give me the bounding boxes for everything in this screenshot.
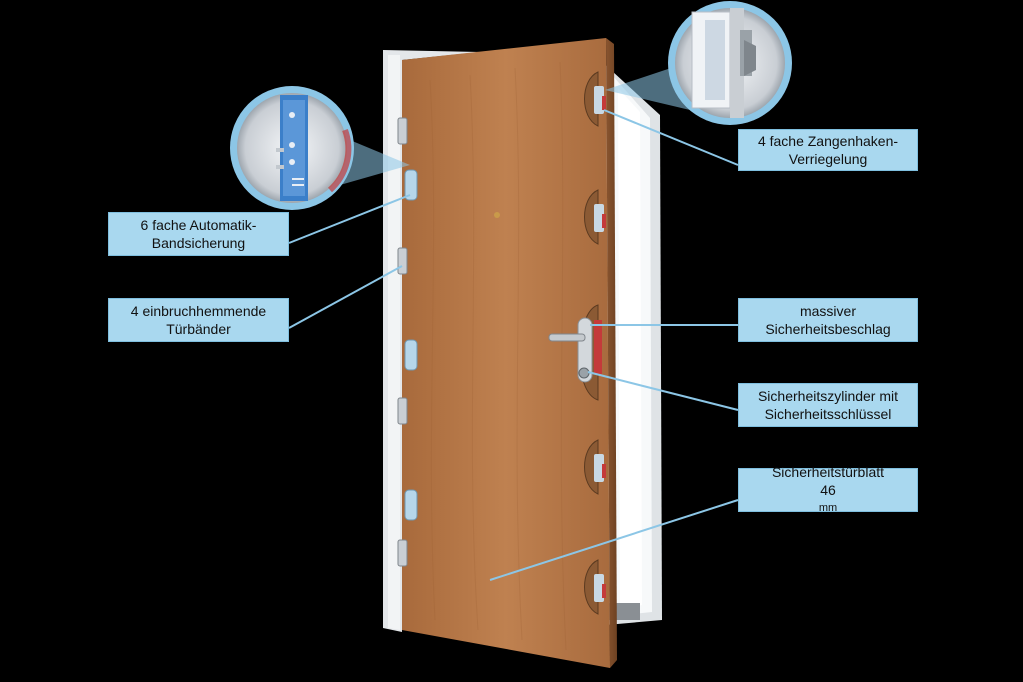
label-beschlag: massiver Sicherheitsbeschlag (738, 298, 918, 342)
label-tuerblatt-unit: mm (818, 502, 838, 514)
label-zangenhaken: 4 fache Zangenhaken- Verriegelung (738, 129, 918, 171)
security-fitting (548, 304, 602, 401)
label-tuerbaender-line2: Türbänder (166, 321, 231, 337)
label-automatik: 6 fache Automatik- Bandsicherung (108, 212, 289, 256)
label-automatik-line1: 6 fache Automatik- (140, 217, 257, 233)
leader-lines (288, 109, 739, 581)
leader-tuerblatt (489, 499, 739, 581)
label-tuerbaender: 4 einbruchhemmende Türbänder (108, 298, 289, 342)
leader-zangenhaken (603, 109, 739, 166)
leader-zylinder (587, 371, 739, 411)
label-tuerblatt: Sicherheitstürblatt 46 mm (738, 464, 918, 514)
door-handle (548, 333, 586, 342)
hinge-bolts (404, 169, 418, 521)
label-zylinder: Sicherheitszylinder mit Sicherheitsschlü… (738, 383, 918, 427)
label-zylinder-line1: Sicherheitszylinder mit (757, 388, 899, 404)
label-tuerbaender-line1: 4 einbruchhemmende (130, 303, 267, 319)
label-tuerblatt-value: 46 (820, 482, 836, 498)
label-zangenhaken-line2: Verriegelung (788, 151, 868, 167)
lock-cylinder (578, 367, 590, 379)
label-zangenhaken-line1: 4 fache Zangenhaken- (757, 133, 899, 149)
label-zylinder-line2: Sicherheitsschlüssel (764, 406, 892, 422)
leader-automatik (288, 194, 411, 244)
magnifier-automatik (230, 86, 410, 210)
label-beschlag-line1: massiver (799, 303, 856, 319)
label-tuerblatt-line1: Sicherheitstürblatt (771, 464, 885, 480)
leader-tuerbaender (288, 265, 403, 329)
label-automatik-line2: Bandsicherung (151, 235, 246, 251)
label-beschlag-line2: Sicherheitsbeschlag (765, 321, 891, 337)
peephole (494, 212, 500, 218)
magnifier-zangenhaken (605, 1, 792, 125)
hook-locks (584, 71, 606, 615)
label-tuerblatt-line2: 46 mm (819, 481, 837, 517)
door-leaf (402, 38, 617, 668)
